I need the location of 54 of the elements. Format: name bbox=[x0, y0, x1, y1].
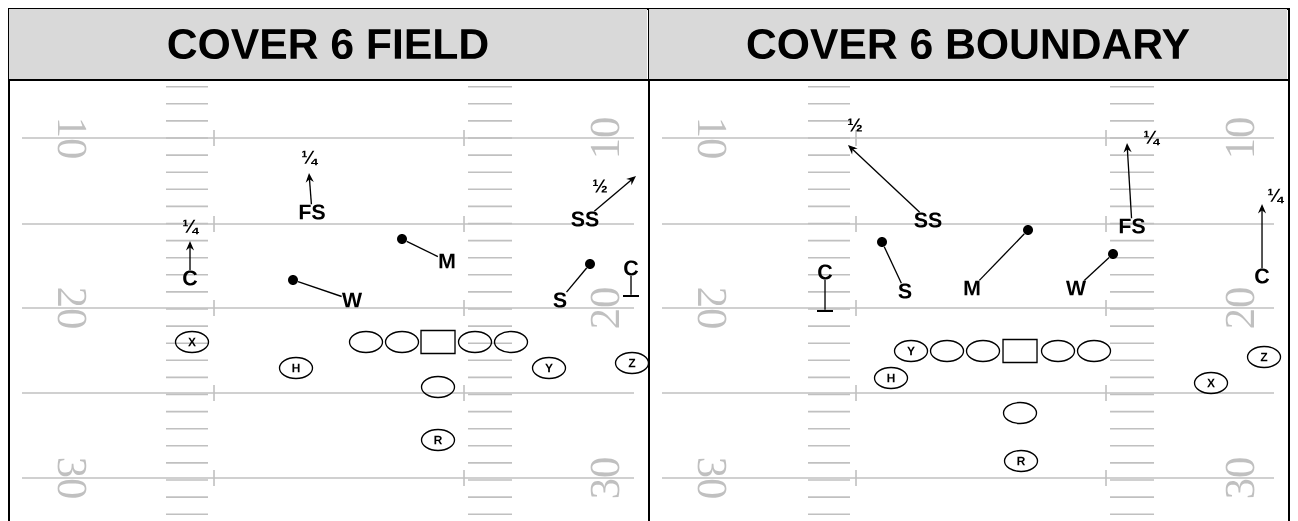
player-label: SS bbox=[571, 211, 599, 227]
player-circle bbox=[420, 375, 456, 399]
player-label: S bbox=[553, 292, 567, 308]
player-circle bbox=[929, 339, 965, 363]
player-label: W bbox=[341, 292, 363, 308]
player-circle bbox=[457, 330, 493, 354]
yard-number: 30 bbox=[57, 458, 87, 498]
assignment-line bbox=[978, 233, 1026, 282]
player-circle bbox=[1040, 339, 1076, 363]
player-label: C bbox=[624, 260, 639, 276]
player-label: C bbox=[1255, 268, 1270, 284]
player-label: M bbox=[964, 280, 980, 296]
coverage-label: ¼ bbox=[1268, 188, 1285, 204]
player-label: M bbox=[439, 253, 455, 269]
player-label: W bbox=[1065, 280, 1087, 296]
assignment-line bbox=[630, 275, 632, 296]
assignment-line bbox=[565, 267, 588, 293]
assignment-line bbox=[297, 281, 343, 298]
route-arrow bbox=[593, 176, 636, 212]
player-label: FS bbox=[1119, 218, 1145, 234]
yard-number: 20 bbox=[57, 288, 87, 328]
coverage-label: ¼ bbox=[183, 219, 200, 235]
yard-number: 10 bbox=[1225, 118, 1255, 156]
player-circle bbox=[384, 330, 420, 354]
coverage-label: ½ bbox=[848, 118, 862, 132]
yard-number: 10 bbox=[697, 120, 727, 158]
yard-number: 30 bbox=[697, 458, 727, 498]
player-circle bbox=[965, 339, 1001, 363]
player-label: S bbox=[898, 283, 912, 299]
route-arrow bbox=[848, 145, 921, 213]
assignment-line bbox=[406, 240, 439, 258]
player-label: FS bbox=[299, 204, 325, 220]
center-square bbox=[1002, 338, 1038, 364]
yard-number: 20 bbox=[697, 288, 727, 328]
yard-number: 20 bbox=[1225, 288, 1255, 328]
player-label: C bbox=[183, 270, 198, 286]
coverage-label: ¼ bbox=[302, 150, 319, 166]
player-circle bbox=[1002, 401, 1038, 425]
coverage-label: ½ bbox=[593, 179, 607, 193]
yard-number: 30 bbox=[590, 458, 620, 498]
yard-number: 20 bbox=[590, 288, 620, 328]
player-label: C bbox=[818, 264, 833, 280]
assignment-line bbox=[1083, 256, 1110, 282]
assignment-line bbox=[883, 246, 902, 284]
yard-number: 10 bbox=[590, 118, 620, 156]
coverage-label: ¼ bbox=[1144, 130, 1161, 146]
player-label: SS bbox=[914, 212, 942, 228]
player-circle bbox=[1076, 339, 1112, 363]
yard-number: 30 bbox=[1225, 458, 1255, 498]
center-square bbox=[420, 329, 456, 355]
player-circle bbox=[348, 330, 384, 354]
player-circle bbox=[493, 330, 529, 354]
yard-number: 10 bbox=[57, 120, 87, 158]
assignment-line bbox=[824, 279, 826, 311]
